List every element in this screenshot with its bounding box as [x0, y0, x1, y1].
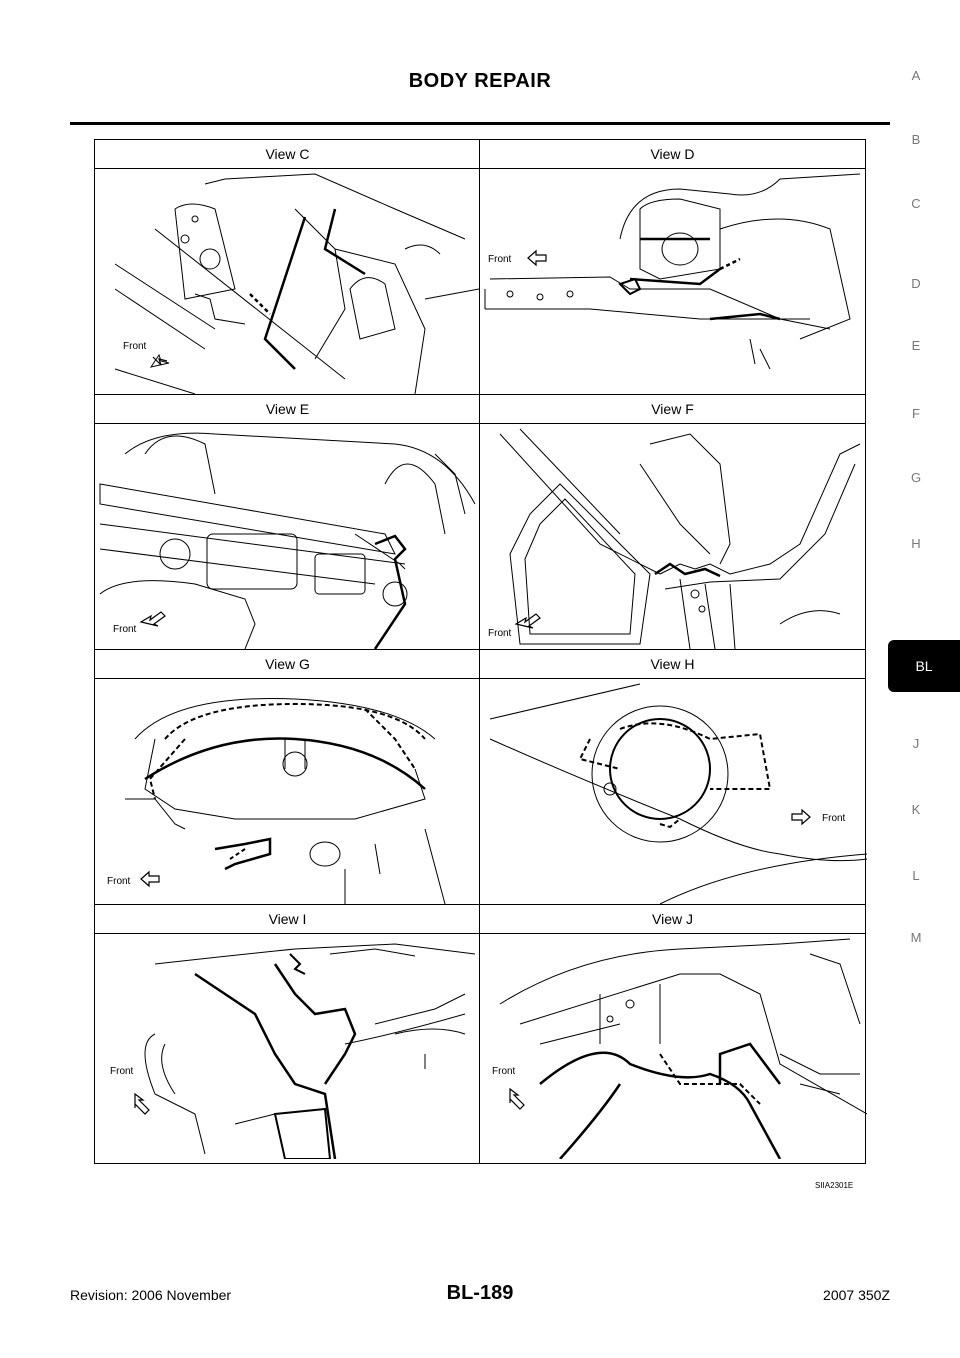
figure-code: SIIA2301E — [815, 1181, 854, 1190]
front-label: Front — [123, 341, 147, 352]
page-title: BODY REPAIR — [408, 70, 552, 92]
view-g-drawing: Front — [95, 679, 479, 904]
front-label: Front — [488, 254, 512, 265]
section-tab-c[interactable]: C — [911, 196, 921, 211]
view-d-drawing: Front — [480, 169, 867, 394]
view-d-label: View D — [650, 146, 695, 162]
section-tab-k[interactable]: K — [911, 802, 921, 817]
row-header-e-f: View E View F — [95, 395, 865, 424]
view-c-drawing: Front — [95, 169, 479, 394]
page-number: BL-189 — [446, 1282, 514, 1304]
front-label: Front — [488, 628, 512, 639]
row-divider — [95, 394, 865, 395]
section-tab-h[interactable]: H — [911, 536, 921, 551]
revision-text: Revision: 2006 November — [70, 1287, 232, 1303]
row-divider — [95, 904, 865, 905]
section-tab-a[interactable]: A — [911, 68, 921, 83]
section-tab-g[interactable]: G — [910, 470, 922, 485]
view-e-label: View E — [265, 401, 310, 417]
model-text: 2007 350Z — [823, 1287, 890, 1303]
view-c-label: View C — [265, 146, 310, 162]
front-label: Front — [107, 876, 131, 887]
view-j-label: View J — [652, 911, 693, 927]
section-tab-f[interactable]: F — [912, 406, 920, 421]
row-header-c-d: View C View D — [95, 140, 865, 169]
front-label: Front — [113, 624, 137, 635]
section-tab-e[interactable]: E — [911, 338, 921, 353]
view-j-drawing: Front — [480, 934, 867, 1159]
front-label: Front — [822, 813, 846, 824]
view-h-label: View H — [650, 656, 695, 672]
section-tab-j[interactable]: J — [912, 736, 920, 751]
section-tab-m[interactable]: M — [910, 930, 922, 945]
section-tab-b[interactable]: B — [911, 132, 921, 147]
front-label: Front — [492, 1066, 516, 1077]
views-figure: View C View D View E View F View G View … — [94, 139, 867, 1164]
section-tab-bl-active[interactable]: BL — [888, 640, 960, 692]
section-tab-l[interactable]: L — [912, 868, 920, 883]
view-g-label: View G — [265, 656, 310, 672]
view-f-label: View F — [651, 401, 694, 417]
view-e-drawing: Front — [95, 424, 479, 649]
view-i-drawing: Front — [95, 934, 479, 1159]
row-header-g-h: View G View H — [95, 650, 865, 679]
section-tab-d[interactable]: D — [911, 276, 921, 291]
view-h-drawing: Front — [480, 679, 867, 904]
title-rule — [70, 122, 890, 125]
row-header-i-j: View I View J — [95, 905, 865, 934]
row-divider — [95, 649, 865, 650]
column-divider — [479, 140, 480, 1163]
view-f-drawing: Front — [480, 424, 867, 649]
front-label: Front — [110, 1066, 134, 1077]
view-i-label: View I — [268, 911, 307, 927]
